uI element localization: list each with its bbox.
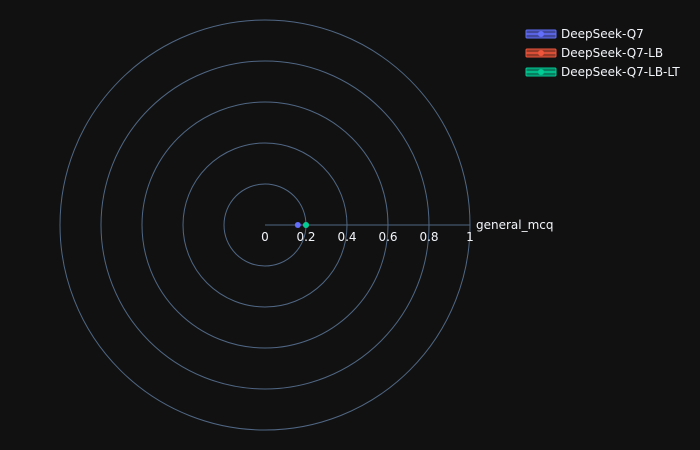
legend-item-0[interactable]: DeepSeek-Q7	[525, 27, 644, 41]
legend-label: DeepSeek-Q7-LB	[561, 46, 663, 60]
angular-label-general_mcq: general_mcq	[476, 218, 554, 232]
radial-tick-label: 1	[466, 230, 474, 244]
radial-tick-label: 0	[261, 230, 269, 244]
radial-tick-labels: 0 0.2 0.4 0.6 0.8 1	[261, 230, 474, 244]
radial-tick-label: 0.6	[378, 230, 397, 244]
legend-label: DeepSeek-Q7-LB-LT	[561, 65, 680, 79]
data-point-0	[294, 222, 301, 228]
legend-item-1[interactable]: DeepSeek-Q7-LB	[525, 46, 663, 60]
legend-label: DeepSeek-Q7	[561, 27, 644, 41]
radial-tick-label: 0.2	[296, 230, 315, 244]
legend-marker	[538, 50, 544, 56]
legend-item-2[interactable]: DeepSeek-Q7-LB-LT	[525, 65, 680, 79]
radial-tick-label: 0.8	[419, 230, 438, 244]
angular-axis-labels: general_mcq	[476, 218, 554, 232]
radial-tick-label: 0.4	[337, 230, 356, 244]
data-points	[294, 222, 309, 228]
legend-marker	[538, 31, 544, 37]
legend-marker	[538, 69, 544, 75]
data-point-2	[303, 222, 309, 228]
